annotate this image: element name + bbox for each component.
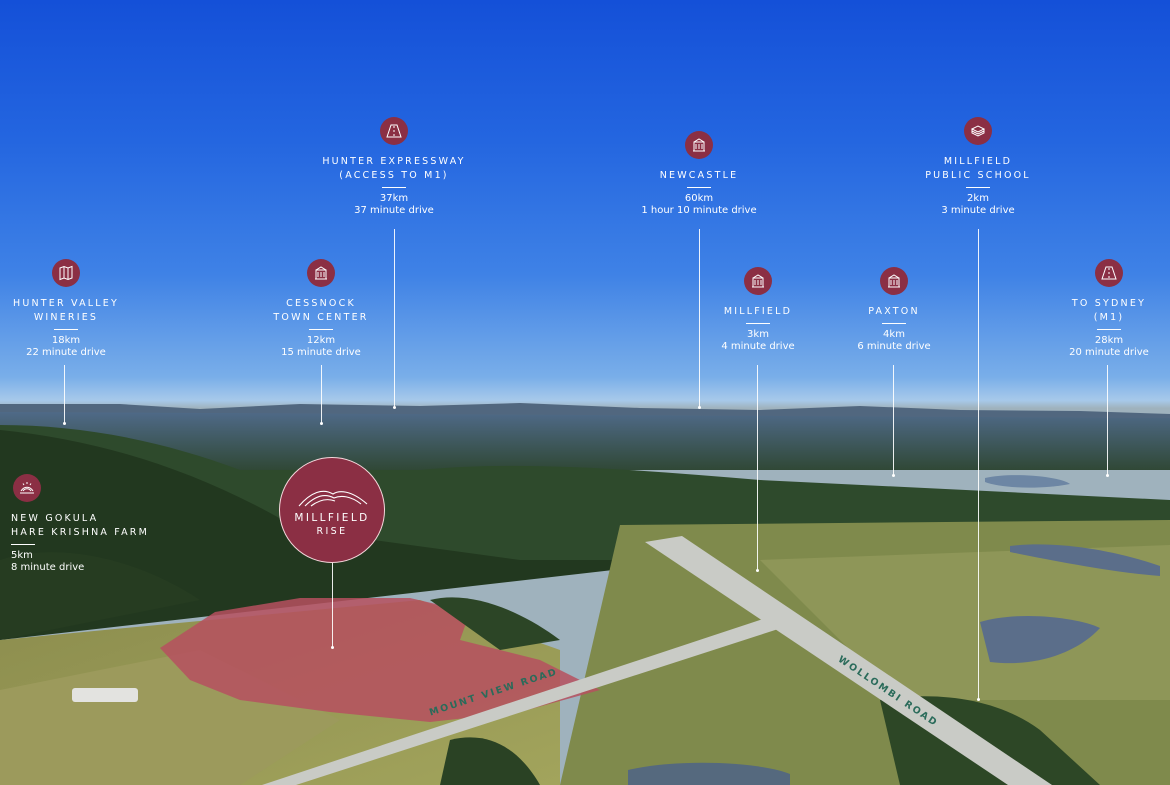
poi-paxton[interactable]: PAXTON 4km 6 minute drive [794, 267, 994, 353]
brand-line-1: MILLFIELD [294, 512, 370, 524]
building-icon [744, 267, 772, 295]
poi-name: TO SYDNEY(M1) [1071, 298, 1147, 323]
map-icon [52, 259, 80, 287]
poi-newcastle[interactable]: NEWCASTLE 60km 1 hour 10 minute drive [599, 131, 799, 217]
poi-drive-time: 1 hour 10 minute drive [641, 205, 757, 216]
poi-distance: 4km [883, 329, 905, 340]
poi-name: NEWCASTLE [659, 170, 739, 181]
poi-distance: 60km [684, 193, 714, 204]
highway-icon [1095, 259, 1123, 287]
poi-distance: 12km [306, 335, 336, 346]
poi-drive-time: 6 minute drive [857, 341, 931, 352]
farm-icon [13, 474, 41, 502]
poi-hunter-expressway[interactable]: HUNTER EXPRESSWAY(ACCESS TO M1) 37km 37 … [294, 117, 494, 217]
building-icon [307, 259, 335, 287]
poi-distance: 18km [51, 335, 81, 346]
divider [746, 323, 770, 324]
poi-drive-time: 20 minute drive [1069, 347, 1149, 358]
poi-to-sydney[interactable]: TO SYDNEY(M1) 28km 20 minute drive [1009, 259, 1170, 359]
poi-distance: 5km [11, 550, 33, 561]
poi-drive-time: 15 minute drive [281, 347, 361, 358]
divider [54, 329, 78, 330]
poi-distance: 37km [379, 193, 409, 204]
poi-millfield[interactable]: MILLFIELD 3km 4 minute drive [658, 267, 858, 353]
poi-distance: 3km [747, 329, 769, 340]
divider [687, 187, 711, 188]
brand-line-2: RISE [316, 526, 348, 537]
divider [1097, 329, 1121, 330]
poi-drive-time: 3 minute drive [941, 205, 1015, 216]
poi-drive-time: 37 minute drive [354, 205, 434, 216]
divider [882, 323, 906, 324]
poi-name: MILLFIELD [723, 306, 793, 317]
poi-name: PAXTON [868, 306, 920, 317]
divider [382, 187, 406, 188]
millfield-rise-logo[interactable]: MILLFIELD RISE [279, 457, 385, 563]
hills-logo-icon [298, 490, 368, 507]
divider [309, 329, 333, 330]
poi-distance: 28km [1094, 335, 1124, 346]
poi-drive-time: 22 minute drive [26, 347, 106, 358]
book-icon [964, 117, 992, 145]
poi-name: HUNTER EXPRESSWAY(ACCESS TO M1) [322, 156, 466, 181]
highway-icon [380, 117, 408, 145]
divider [11, 544, 35, 545]
building-icon [880, 267, 908, 295]
poi-drive-time: 8 minute drive [11, 562, 85, 573]
divider [966, 187, 990, 188]
poi-drive-time: 4 minute drive [721, 341, 795, 352]
building-icon [685, 131, 713, 159]
poi-distance: 2km [967, 193, 989, 204]
